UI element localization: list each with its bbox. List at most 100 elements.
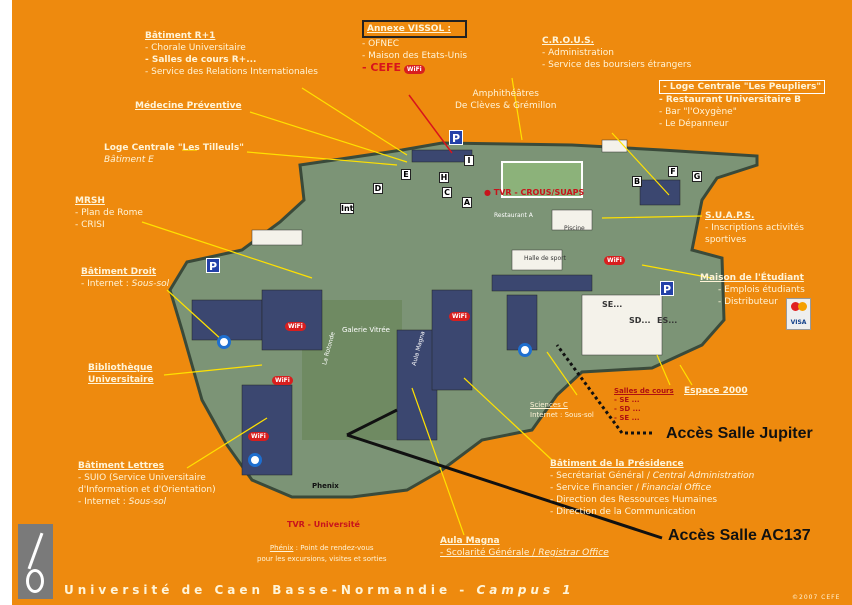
university-logo — [18, 524, 53, 599]
label-mrsh: MRSH - Plan de Rome - CRISI — [75, 195, 143, 231]
building — [506, 294, 538, 351]
building-a-marker: A — [462, 197, 472, 208]
footer-title: Université de Caen Basse-Normandie - Cam… — [64, 583, 575, 597]
campus-map: Bâtiment R+1 - Chorale Universitaire - S… — [12, 0, 852, 605]
label-line: Bibliothèque — [88, 363, 153, 373]
label-item: - Internet : — [78, 497, 129, 507]
label-item: - Bar "l'Oxygène" — [659, 107, 737, 117]
tram-stop-crous: ● TVR - CROUS/SUAPS — [484, 188, 585, 197]
wifi-icon: WiFi — [403, 65, 425, 74]
label-crous: C.R.O.U.S. - Administration - Service de… — [542, 35, 691, 71]
building — [396, 329, 438, 441]
label-item: - Secrétariat Général / Central Administ… — [550, 470, 754, 482]
label-bibliotheque: Bibliothèque Universitaire — [88, 362, 154, 386]
building-es-label: ES... — [657, 316, 678, 325]
building-i-marker: I — [464, 155, 474, 166]
cefe-arrow — [408, 94, 453, 154]
building — [251, 229, 303, 246]
callout-arrows — [141, 77, 713, 536]
parking-icon: P — [449, 130, 463, 145]
label-item: - CRISI — [75, 220, 105, 230]
item-en: Registrar Office — [538, 548, 609, 558]
building — [261, 289, 323, 351]
tram-stop-label: TVR - CROUS/SUAPS — [493, 188, 585, 197]
label-item: - Plan de Rome — [75, 208, 143, 218]
label-title: Phénix — [269, 544, 294, 552]
label-title: MRSH — [75, 196, 105, 206]
label-title: Bâtiment Droit — [81, 267, 157, 277]
annotation-acces-jupiter: Accès Salle Jupiter — [666, 425, 813, 442]
label-phenix: Phénix : Point de rendez-vous pour les e… — [257, 543, 387, 565]
building-d-marker: D — [373, 183, 383, 194]
label-item: - Salles de cours R+... — [145, 55, 257, 65]
ac137-route-head — [346, 408, 398, 437]
internet-explorer-icon — [518, 343, 532, 357]
building — [411, 149, 473, 163]
label-title: Médecine Préventive — [135, 101, 242, 111]
credit-card-icon: VISA — [786, 298, 811, 330]
label-item: sportives — [705, 235, 747, 245]
label-title: Loge Centrale "Les Tilleuls" — [104, 143, 244, 153]
label-loge-peupliers: - Loge Centrale "Les Peupliers" - Restau… — [659, 80, 826, 130]
label-title: S.U.A.P.S. — [705, 211, 755, 221]
label-item: - Emplois étudiants — [718, 285, 805, 295]
building-g-marker: G — [692, 171, 702, 182]
label-item: - Service des boursiers étrangers — [542, 60, 692, 70]
label-item-italic: Sous-sol — [128, 497, 167, 507]
label-title: - Loge Centrale "Les Peupliers" — [659, 80, 826, 94]
label-line: De Clèves & Grémillon — [455, 101, 557, 111]
annexe-title: Annexe VISSOL : — [367, 24, 451, 34]
label-item: - Service Financier / Financial Office — [550, 482, 754, 494]
wifi-icon: WiFi — [449, 312, 470, 321]
label-item: - Chorale Universitaire — [145, 43, 246, 53]
label-sub: Bâtiment E — [104, 155, 154, 165]
label-loge-tilleuls: Loge Centrale "Les Tilleuls" Bâtiment E — [104, 142, 244, 166]
label-title: Annexe VISSOL : — [362, 20, 468, 38]
item-fr: - Secrétariat Général / — [550, 471, 653, 481]
label-title: Bâtiment Lettres — [78, 461, 164, 471]
building-f-marker: F — [668, 166, 678, 177]
item-fr: - Direction des Ressources Humaines — [550, 495, 718, 505]
visa-text: VISA — [790, 319, 807, 326]
label-sciences-c: Sciences C Internet : Sous-sol — [530, 400, 594, 420]
label-item: - Inscriptions activités — [705, 223, 804, 233]
label-title: Espace 2000 — [684, 386, 748, 396]
building-b-marker: B — [632, 176, 642, 187]
label-presidence: Bâtiment de la Présidence - Secrétariat … — [550, 458, 754, 518]
internet-explorer-icon — [217, 335, 231, 349]
building-c-marker: C — [442, 187, 452, 198]
label-item: - SE ... — [614, 414, 640, 422]
wifi-icon: WiFi — [285, 322, 306, 331]
label-item: - Maison des Etats-Unis — [362, 51, 468, 61]
label-item: d'Information et d'Orientation) — [78, 485, 216, 495]
building-e-marker: E — [401, 169, 411, 180]
label-title: Bâtiment de la Présidence — [550, 459, 684, 469]
label-line: Amphithéâtres — [472, 89, 539, 99]
annotation-acces-ac137: Accès Salle AC137 — [668, 527, 811, 544]
label-item: Internet : Sous-sol — [530, 411, 594, 419]
label-title: Aula Magna — [440, 536, 500, 546]
item-fr: - Direction de la Communication — [550, 507, 696, 517]
label-aula-magna: Aula Magna - Scolarité Générale / Regist… — [440, 535, 609, 559]
halle-sport-label: Halle de sport — [524, 255, 566, 262]
label-batiment-droit: Bâtiment Droit - Internet : Sous-sol — [81, 266, 169, 290]
building — [491, 274, 593, 292]
copyright: ©2007 CEFE — [792, 594, 841, 601]
building-se-label: SE... — [602, 300, 623, 309]
item-en: Financial Office — [641, 483, 712, 493]
label-item: - Direction de la Communication — [550, 506, 754, 518]
label-annexe-vissol: Annexe VISSOL : - OFNEC - Maison des Eta… — [362, 20, 468, 76]
footer-campus: Campus 1 — [476, 583, 575, 597]
building — [551, 209, 593, 231]
label-item: - Administration — [542, 48, 614, 58]
jupiter-route — [555, 344, 652, 435]
label-espace-2000: Espace 2000 — [684, 385, 748, 397]
label-item: - Le Dépanneur — [659, 119, 729, 129]
label-item-italic: Sous-sol — [131, 279, 170, 289]
building-h-marker: H — [439, 172, 449, 183]
label-item: - Scolarité Générale / Registrar Office — [440, 547, 609, 559]
building — [431, 289, 473, 391]
wifi-icon: WiFi — [248, 432, 269, 441]
label-desc: : Point de rendez-vous — [293, 544, 374, 552]
item-fr: - Service Financier / — [550, 483, 642, 493]
